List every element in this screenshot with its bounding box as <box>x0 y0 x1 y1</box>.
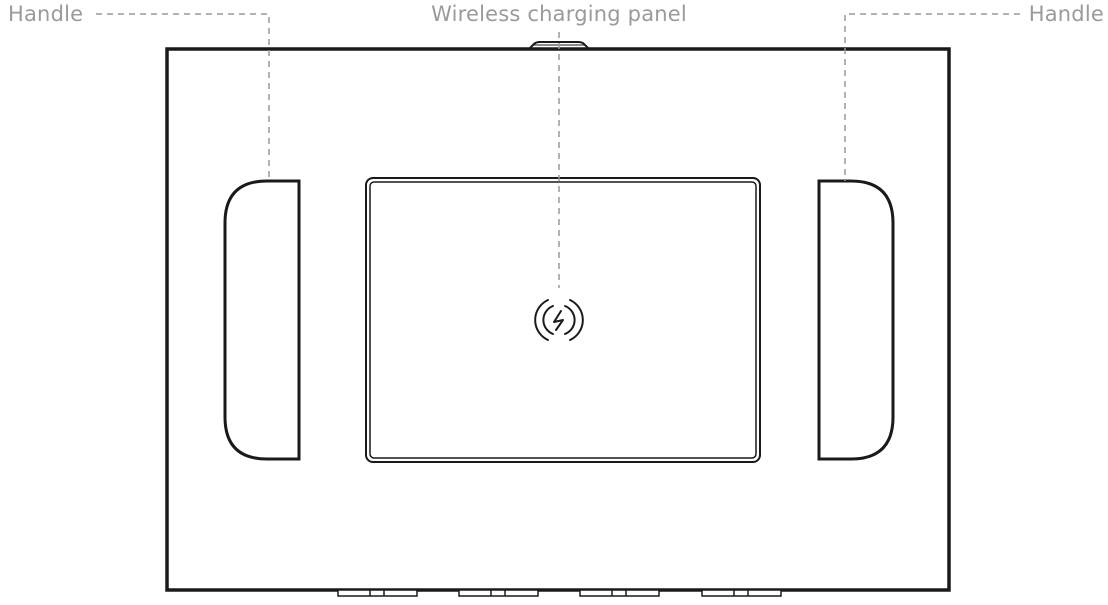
callout-label-handle-left: Handle <box>8 2 84 26</box>
bottom-port-4 <box>701 589 782 597</box>
bottom-ports <box>337 589 782 597</box>
callout-label-charging-panel: Wireless charging panel <box>431 2 687 26</box>
bottom-port-1 <box>337 589 418 597</box>
handle-left <box>223 179 301 461</box>
handle-right <box>817 179 895 461</box>
leader-line-handle-left <box>96 13 270 181</box>
leader-line-handle-right <box>844 13 1020 181</box>
callout-label-handle-right: Handle <box>1028 2 1104 26</box>
bottom-port-3 <box>579 589 660 597</box>
wireless-charging-icon <box>534 299 584 341</box>
bottom-port-2 <box>458 589 539 597</box>
leader-lines <box>96 13 1020 288</box>
